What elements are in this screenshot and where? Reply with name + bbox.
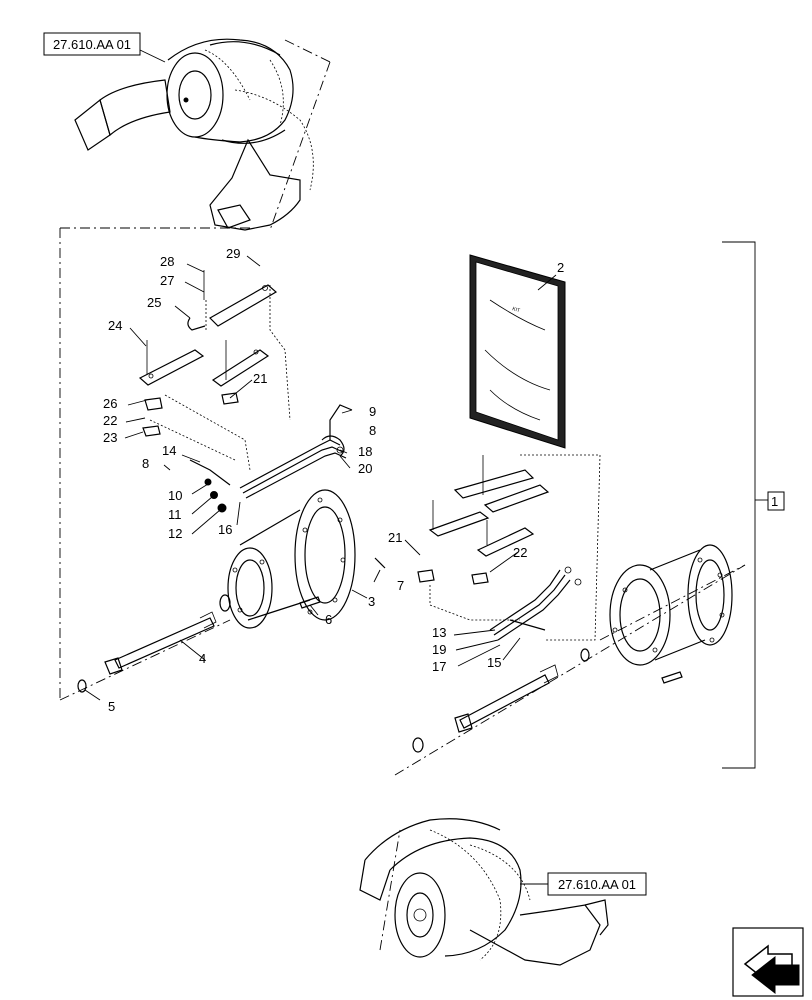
callout-3: 3 (368, 594, 375, 609)
callout-14: 14 (162, 443, 176, 458)
installation-manual-book: KIT (469, 254, 566, 449)
callout-25: 25 (147, 295, 161, 310)
hydraulic-tubes-left (189, 404, 353, 513)
callout-24: 24 (108, 318, 122, 333)
callout-16: 16 (218, 522, 232, 537)
callout-1: 1 (771, 494, 778, 509)
kit-brace (722, 241, 756, 769)
callout-21-left: 21 (253, 371, 267, 386)
axle-shaft-left (77, 594, 231, 693)
callout-leaders (84, 255, 557, 701)
callout-7: 7 (397, 578, 404, 593)
axle-shaft-right (412, 664, 559, 753)
callout-29: 29 (226, 246, 240, 261)
callout-23: 23 (103, 430, 117, 445)
svg-text:27.610.AA 01: 27.610.AA 01 (53, 37, 131, 52)
next-page-arrow-icon[interactable] (732, 927, 804, 997)
callout-19: 19 (432, 642, 446, 657)
callout-17: 17 (432, 659, 446, 674)
callout-8-right: 8 (369, 423, 376, 438)
callout-10: 10 (168, 488, 182, 503)
callout-5: 5 (108, 699, 115, 714)
callout-27: 27 (160, 273, 174, 288)
svg-text:27.610.AA 01: 27.610.AA 01 (558, 877, 636, 892)
svg-text:KIT: KIT (511, 306, 520, 314)
callout-11: 11 (168, 507, 182, 522)
callout-2: 2 (557, 260, 564, 275)
callout-13: 13 (432, 625, 446, 640)
callout-8-left: 8 (142, 456, 149, 471)
callout-26: 26 (103, 396, 117, 411)
callout-21-right: 21 (388, 530, 402, 545)
bracket-assembly-right (417, 454, 601, 641)
callout-6: 6 (325, 612, 332, 627)
bottom-axle-housing (359, 818, 609, 966)
callout-15: 15 (487, 655, 501, 670)
callout-9: 9 (369, 404, 376, 419)
callout-22-left: 22 (103, 413, 117, 428)
callout-22-right: 22 (513, 545, 527, 560)
callout-4: 4 (199, 651, 206, 666)
hydraulic-tubes-right (489, 566, 582, 641)
callout-20: 20 (358, 461, 372, 476)
callout-28: 28 (160, 254, 174, 269)
callout-12: 12 (168, 526, 182, 541)
reference-box-top[interactable]: 27.610.AA 01 (43, 32, 141, 56)
reference-box-bottom[interactable]: 27.610.AA 01 (547, 872, 647, 896)
callout-18: 18 (358, 444, 372, 459)
trumpet-housing-right (580, 544, 733, 684)
trumpet-housing-left (227, 489, 386, 629)
callout-labels: 1 2 3 4 5 6 7 8 8 9 10 11 12 13 14 15 16… (103, 246, 778, 714)
top-axle-housing (74, 38, 314, 231)
bracket-assembly-left (138, 270, 291, 471)
